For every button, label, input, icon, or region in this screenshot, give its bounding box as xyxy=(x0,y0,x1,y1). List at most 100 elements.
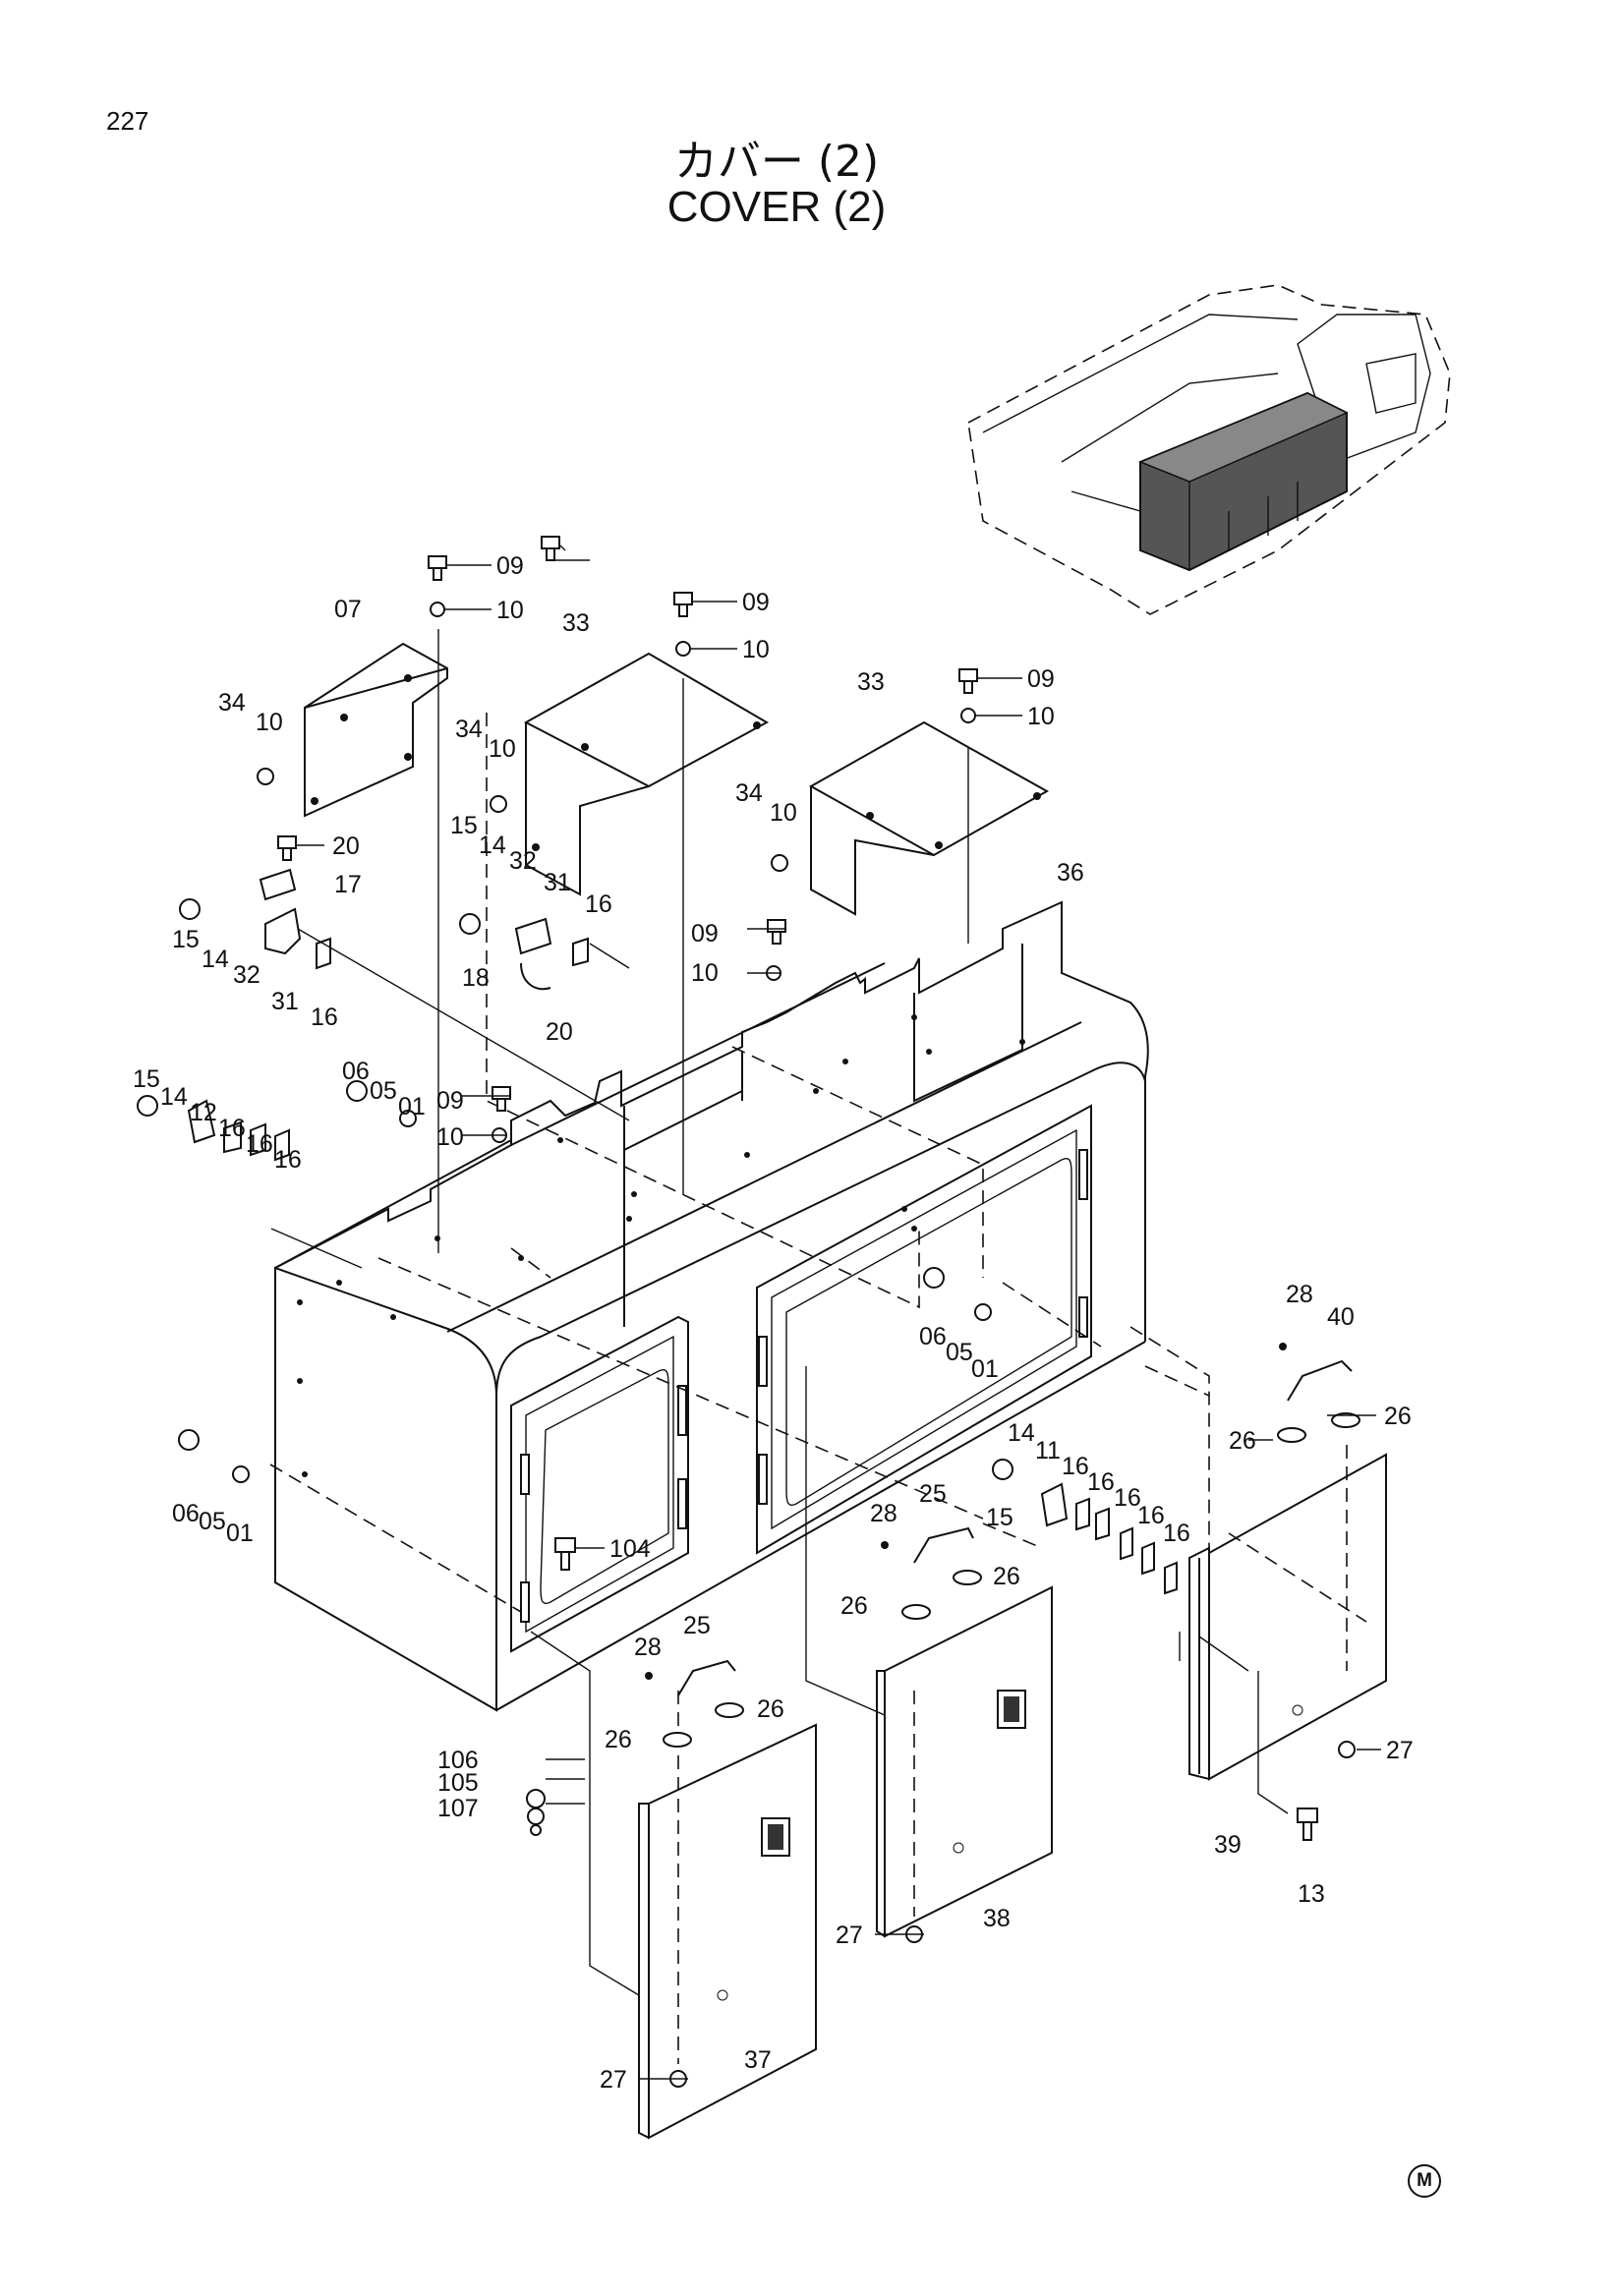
callout-33: 33 xyxy=(562,609,590,637)
callout-26: 26 xyxy=(993,1563,1020,1590)
callout-01: 01 xyxy=(226,1520,254,1547)
callout-27: 27 xyxy=(1386,1737,1414,1764)
callout-01: 01 xyxy=(971,1355,999,1383)
door-39 xyxy=(1188,1453,1387,1781)
hinge-brackets xyxy=(187,868,1178,1595)
machine-location-thumbnail xyxy=(967,284,1451,615)
callout-05: 05 xyxy=(946,1339,973,1366)
callout-26: 26 xyxy=(1229,1427,1256,1455)
callout-26: 26 xyxy=(1384,1403,1412,1430)
callout-28: 28 xyxy=(634,1634,662,1661)
window-hinges xyxy=(520,1149,1088,1623)
callout-leaders xyxy=(295,545,1381,2080)
callout-34: 34 xyxy=(218,689,246,717)
callout-20: 20 xyxy=(546,1018,573,1046)
callout-16: 16 xyxy=(1114,1484,1141,1512)
callout-28: 28 xyxy=(870,1500,897,1527)
callout-16: 16 xyxy=(218,1115,246,1142)
callout-09: 09 xyxy=(691,920,719,947)
callout-05: 05 xyxy=(370,1077,397,1105)
callout-16: 16 xyxy=(246,1130,273,1158)
callout-16: 16 xyxy=(1163,1520,1190,1547)
callout-10: 10 xyxy=(770,799,797,827)
callout-14: 14 xyxy=(202,946,229,973)
callout-15: 15 xyxy=(450,812,478,839)
callout-26: 26 xyxy=(605,1726,632,1753)
callout-05: 05 xyxy=(199,1508,226,1535)
callout-01: 01 xyxy=(398,1093,426,1120)
callout-34: 34 xyxy=(455,716,483,743)
page-number: 227 xyxy=(106,106,149,136)
door-38 xyxy=(876,1585,1053,1938)
page-title-english: COVER (2) xyxy=(666,183,887,231)
callout-06: 06 xyxy=(172,1500,200,1527)
callout-27: 27 xyxy=(600,2066,627,2094)
callout-10: 10 xyxy=(1027,703,1055,730)
cover-plate-07 xyxy=(304,642,448,818)
callout-13: 13 xyxy=(1298,1880,1325,1908)
highlighted-cover-area xyxy=(1138,391,1349,572)
callout-12: 12 xyxy=(190,1099,217,1126)
cover-plate-33-right xyxy=(808,720,1050,916)
callout-16: 16 xyxy=(585,890,612,918)
callout-11: 11 xyxy=(1035,1437,1061,1464)
callout-20: 20 xyxy=(332,832,360,860)
callout-09: 09 xyxy=(496,552,524,580)
cover-box-body xyxy=(274,900,1149,1712)
callout-36: 36 xyxy=(1057,859,1084,887)
callout-15: 15 xyxy=(172,926,200,953)
callout-31: 31 xyxy=(271,988,299,1015)
callout-09: 09 xyxy=(436,1087,464,1115)
callout-18: 18 xyxy=(462,964,490,992)
callout-10: 10 xyxy=(496,597,524,624)
callout-25: 25 xyxy=(683,1612,711,1639)
callout-07: 07 xyxy=(334,596,362,623)
callout-32: 32 xyxy=(233,961,260,989)
callout-37: 37 xyxy=(744,2046,772,2074)
hardware-nuts xyxy=(137,898,1013,1825)
callout-38: 38 xyxy=(983,1905,1011,1932)
callout-16: 16 xyxy=(311,1004,338,1031)
body-bolt-holes xyxy=(297,1014,1025,1477)
callout-06: 06 xyxy=(342,1058,370,1085)
callout-16: 16 xyxy=(1062,1453,1089,1480)
callout-25: 25 xyxy=(919,1480,947,1508)
callout-104: 104 xyxy=(609,1535,651,1563)
callout-09: 09 xyxy=(1027,665,1055,693)
callout-16: 16 xyxy=(1087,1468,1115,1496)
callout-106: 106 xyxy=(437,1747,479,1774)
callout-32: 32 xyxy=(509,847,537,875)
callout-14: 14 xyxy=(1008,1419,1035,1447)
callout-06: 06 xyxy=(919,1323,947,1350)
alignment-lines xyxy=(269,629,1367,2064)
callout-15: 15 xyxy=(986,1504,1013,1531)
callout-26: 26 xyxy=(757,1695,784,1723)
callout-16: 16 xyxy=(1137,1502,1165,1529)
callout-33: 33 xyxy=(857,668,885,696)
callout-28: 28 xyxy=(1286,1281,1313,1308)
callout-14: 14 xyxy=(160,1083,188,1111)
callout-10: 10 xyxy=(742,636,770,663)
callout-10: 10 xyxy=(489,735,516,763)
callout-10: 10 xyxy=(691,959,719,987)
manufacturer-mark: M xyxy=(1408,2164,1441,2198)
callout-17: 17 xyxy=(334,871,362,898)
page-title-japanese: カバー (2) xyxy=(673,137,880,187)
callout-labels: 09 10 07 34 10 33 09 10 34 10 33 09 10 3… xyxy=(133,552,1414,2094)
callout-34: 34 xyxy=(735,779,763,807)
callout-105: 105 xyxy=(437,1769,479,1797)
callout-107: 107 xyxy=(437,1795,479,1822)
callout-26: 26 xyxy=(840,1592,868,1620)
callout-39: 39 xyxy=(1214,1831,1242,1859)
door-37 xyxy=(638,1723,817,2140)
door-handles xyxy=(645,1343,1361,1748)
callout-14: 14 xyxy=(479,832,506,859)
callout-09: 09 xyxy=(742,589,770,616)
cover-plate-33-left xyxy=(523,652,770,896)
callout-40: 40 xyxy=(1327,1303,1355,1331)
callout-10: 10 xyxy=(436,1123,464,1151)
callout-27: 27 xyxy=(836,1922,863,1949)
callout-15: 15 xyxy=(133,1065,160,1093)
callout-10: 10 xyxy=(256,709,283,736)
